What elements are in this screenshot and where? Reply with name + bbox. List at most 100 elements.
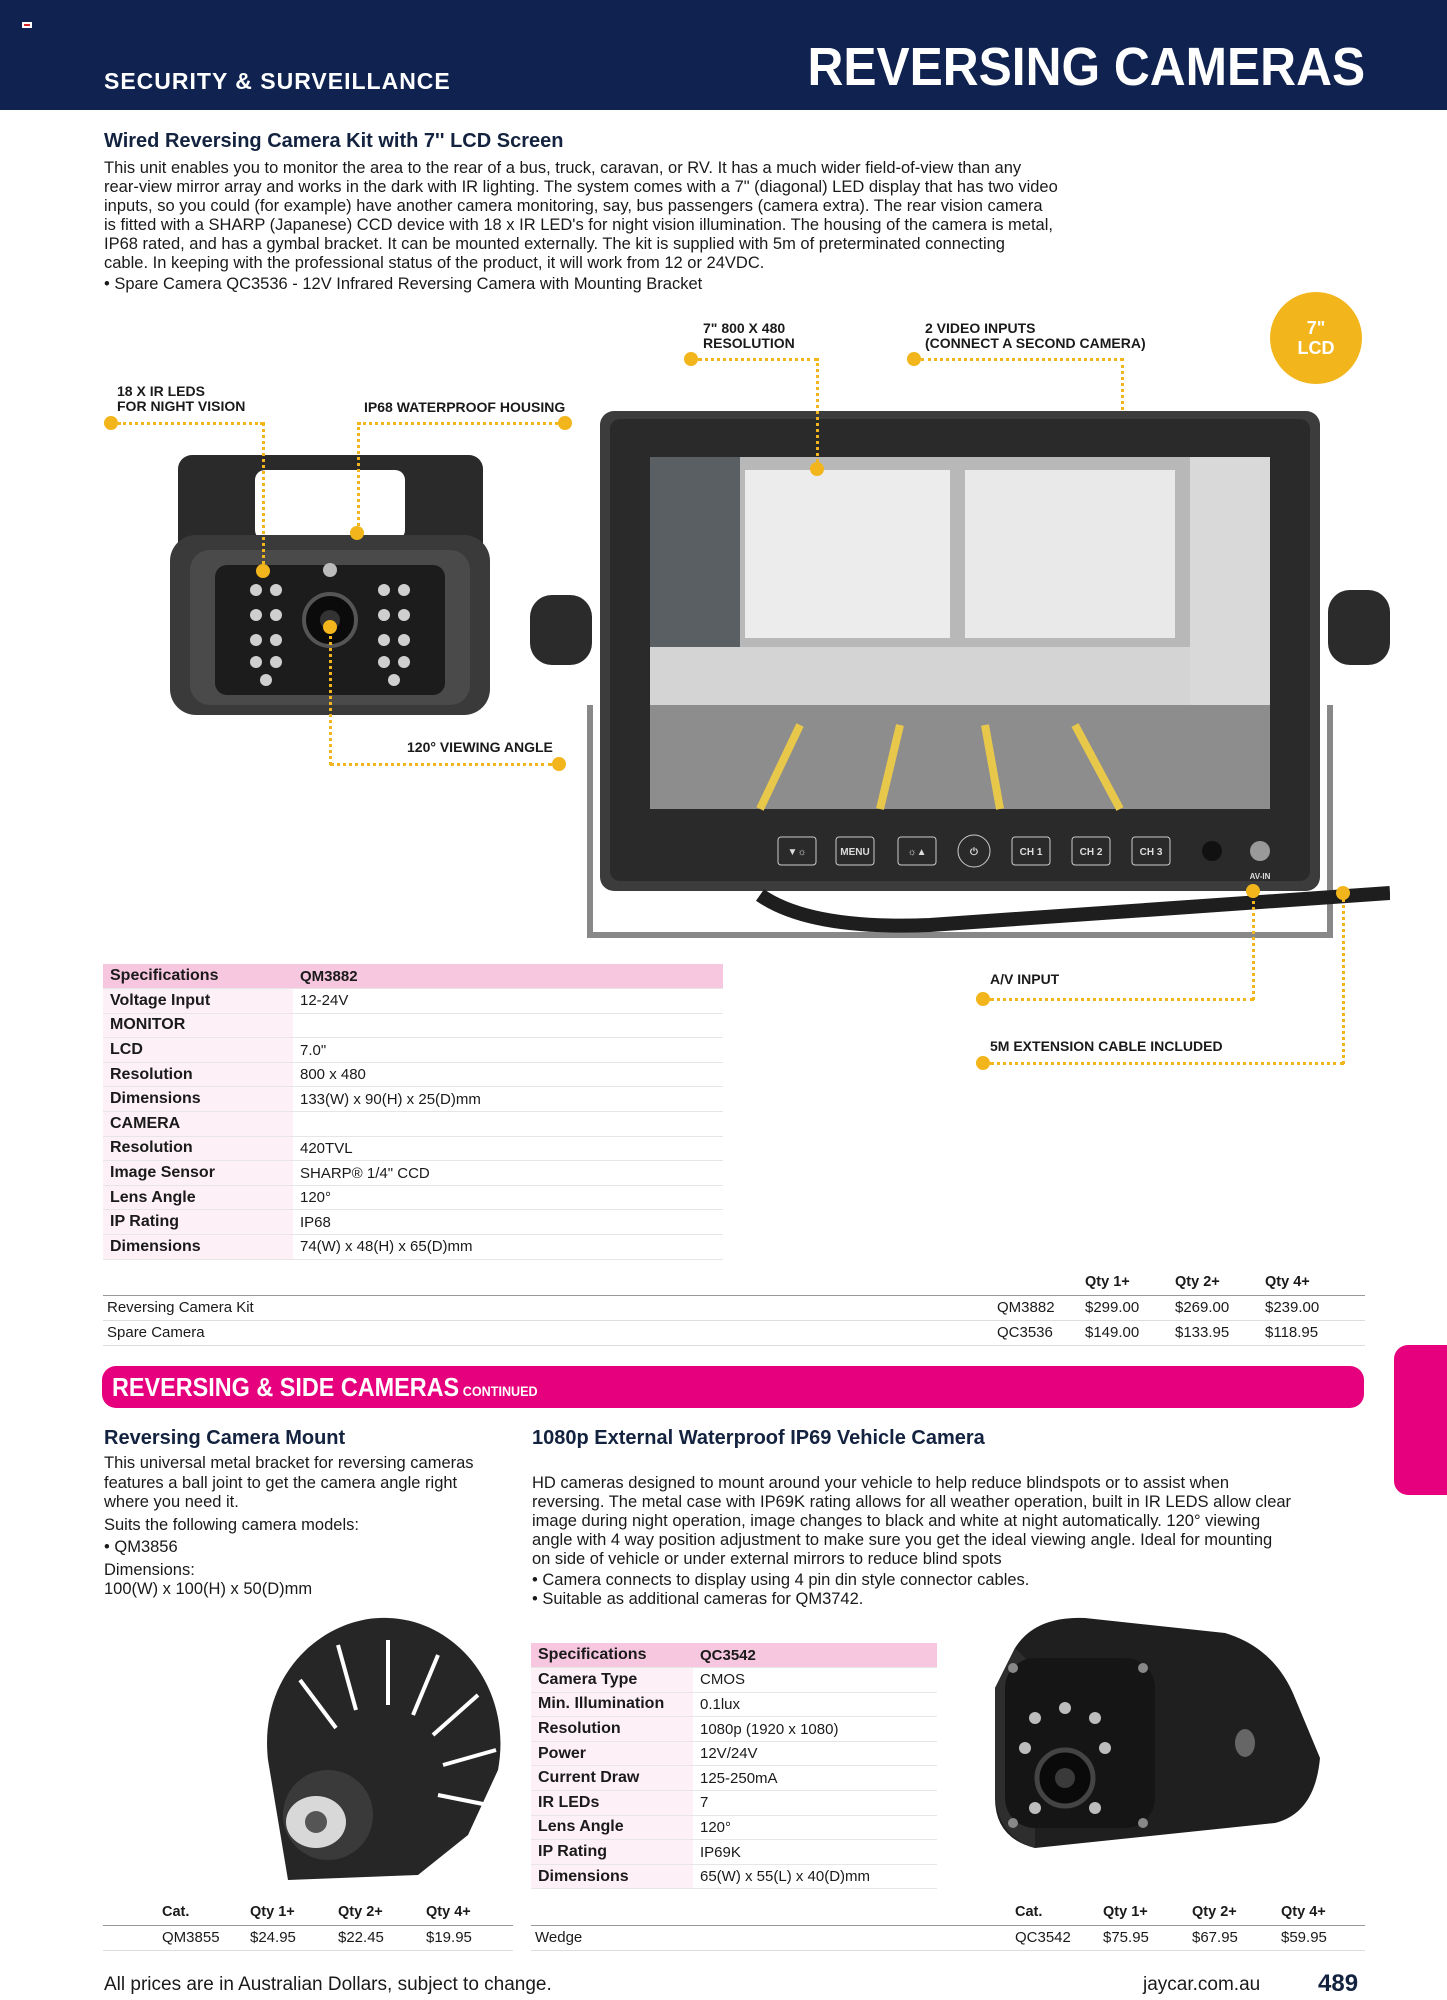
price-row: Spare Camera QC3536 $149.00 $133.95 $118… <box>103 1320 1365 1346</box>
price-header-blank <box>531 1900 1011 1926</box>
monitor-button-bright-up: ☼▲ <box>907 847 926 858</box>
spec-key: Resolution <box>103 1062 293 1088</box>
spec-value <box>293 1013 723 1039</box>
spec-value: 65(W) x 55(L) x 40(D)mm <box>693 1864 937 1890</box>
spec-value: 800 x 480 <box>293 1062 723 1088</box>
price-item-name <box>103 1925 158 1951</box>
spec-key: Min. Illumination <box>531 1692 693 1718</box>
section-bar-title-text: REVERSING & SIDE CAMERAS <box>112 1372 460 1402</box>
price-header-qty4: Qty 4+ <box>1277 1900 1365 1926</box>
callout-leader <box>330 763 552 766</box>
price-cat-code: QC3542 <box>1011 1925 1099 1951</box>
price-qty2: $22.45 <box>334 1925 422 1951</box>
price-header-qty1: Qty 1+ <box>1081 1270 1171 1296</box>
price-header-blank <box>103 1900 158 1926</box>
description-line: image during night operation, image chan… <box>532 1512 1261 1530</box>
price-header-qty1: Qty 1+ <box>246 1900 334 1926</box>
description-line: on side of vehicle or under external mir… <box>532 1550 1002 1568</box>
callout-leader <box>990 998 1254 1001</box>
spec-value: 7 <box>693 1790 937 1816</box>
price-cat-code: QM3882 <box>993 1295 1081 1321</box>
spec-key: Dimensions <box>103 1234 293 1260</box>
lcd-monitor-image: ▼☼ MENU ☼▲ ⏻ CH 1 CH 2 CH 3 AV-IN <box>530 411 1390 938</box>
spec-key: Camera Type <box>531 1667 693 1693</box>
page-edge-tab <box>1394 1345 1447 1495</box>
callout-leader <box>358 422 558 425</box>
description-line: Suits the following camera models: <box>104 1515 359 1534</box>
monitor-button-ch1: CH 1 <box>1020 847 1043 858</box>
spec-key: Lens Angle <box>103 1185 293 1211</box>
spec-value: 7.0" <box>293 1037 723 1063</box>
callout-dot <box>1246 884 1260 898</box>
product-description-kit: This unit enables you to monitor the are… <box>104 159 1184 294</box>
description-line: cable. In keeping with the professional … <box>104 254 765 272</box>
price-qty4: $19.95 <box>422 1925 513 1951</box>
spec-key: CAMERA <box>103 1111 293 1137</box>
spare-camera-bullet: • Spare Camera QC3536 - 12V Infrared Rev… <box>104 275 703 293</box>
spec-value: 125-250mA <box>693 1765 937 1792</box>
description-line: Dimensions: <box>104 1560 195 1579</box>
callout-dot <box>558 416 572 430</box>
callout-dot <box>810 462 824 476</box>
callout-dot <box>350 526 364 540</box>
price-qty4: $59.95 <box>1277 1925 1365 1951</box>
price-disclaimer: All prices are in Australian Dollars, su… <box>104 1974 552 1995</box>
page-header: SECURITY & SURVEILLANCE REVERSING CAMERA… <box>0 0 1447 110</box>
callout-dot <box>323 620 337 634</box>
callout-leader <box>990 1062 1344 1065</box>
website-link[interactable]: jaycar.com.au <box>1143 1974 1261 1995</box>
spec-header-code: QC3542 <box>693 1643 937 1669</box>
description-line: features a ball joint to get the camera … <box>104 1473 458 1492</box>
description-line: This unit enables you to monitor the are… <box>104 159 1022 177</box>
1080p-camera-image <box>995 1617 1320 1848</box>
callout-leader <box>118 422 263 425</box>
price-header-row: Qty 1+ Qty 2+ Qty 4+ <box>103 1270 1365 1296</box>
price-header-blank <box>103 1270 993 1296</box>
callout-line: RESOLUTION <box>703 335 795 351</box>
price-header-cat: Cat. <box>158 1900 246 1926</box>
callout-leader <box>329 625 332 765</box>
spec-header-row: Specifications QC3542 <box>531 1643 937 1669</box>
callout-viewing-angle: 120° VIEWING ANGLE <box>407 739 553 755</box>
product-description-mount: This universal metal bracket for reversi… <box>104 1454 524 1600</box>
spec-value: 0.1lux <box>693 1692 937 1718</box>
callout-dot <box>104 416 118 430</box>
callout-leader <box>698 358 818 361</box>
callout-dot <box>684 352 698 366</box>
callout-dot <box>976 1056 990 1070</box>
spec-value: IP68 <box>293 1209 723 1236</box>
price-header-row: Cat. Qty 1+ Qty 2+ Qty 4+ <box>103 1900 513 1926</box>
description-line: 100(W) x 100(H) x 50(D)mm <box>104 1580 313 1598</box>
price-header-qty2: Qty 2+ <box>334 1900 422 1926</box>
callout-ir-leds: 18 X IR LEDS FOR NIGHT VISION <box>117 384 245 414</box>
spec-row: CAMERA <box>103 1111 723 1137</box>
spec-value: CMOS <box>693 1667 937 1693</box>
spec-header-row: Specifications QM3882 <box>103 964 723 990</box>
spec-value: 12V/24V <box>693 1741 937 1767</box>
price-qty1: $75.95 <box>1099 1925 1188 1951</box>
callout-dot <box>256 564 270 578</box>
description-line: HD cameras designed to mount around your… <box>532 1474 1230 1492</box>
spec-key: Image Sensor <box>103 1160 293 1186</box>
callout-dot <box>1336 886 1350 900</box>
price-table-mount: Cat. Qty 1+ Qty 2+ Qty 4+ QM3855 $24.95 … <box>103 1900 513 1951</box>
monitor-button-ch3: CH 3 <box>1140 847 1163 858</box>
callout-line: 2 VIDEO INPUTS <box>925 320 1036 336</box>
price-qty2: $269.00 <box>1171 1295 1261 1321</box>
callout-cable: 5M EXTENSION CABLE INCLUDED <box>990 1038 1223 1054</box>
product-title-mount: Reversing Camera Mount <box>104 1427 346 1449</box>
callout-leader <box>1342 892 1345 1064</box>
price-table-kit: Qty 1+ Qty 2+ Qty 4+ Reversing Camera Ki… <box>103 1270 1365 1346</box>
callout-waterproof: IP68 WATERPROOF HOUSING <box>364 399 566 415</box>
